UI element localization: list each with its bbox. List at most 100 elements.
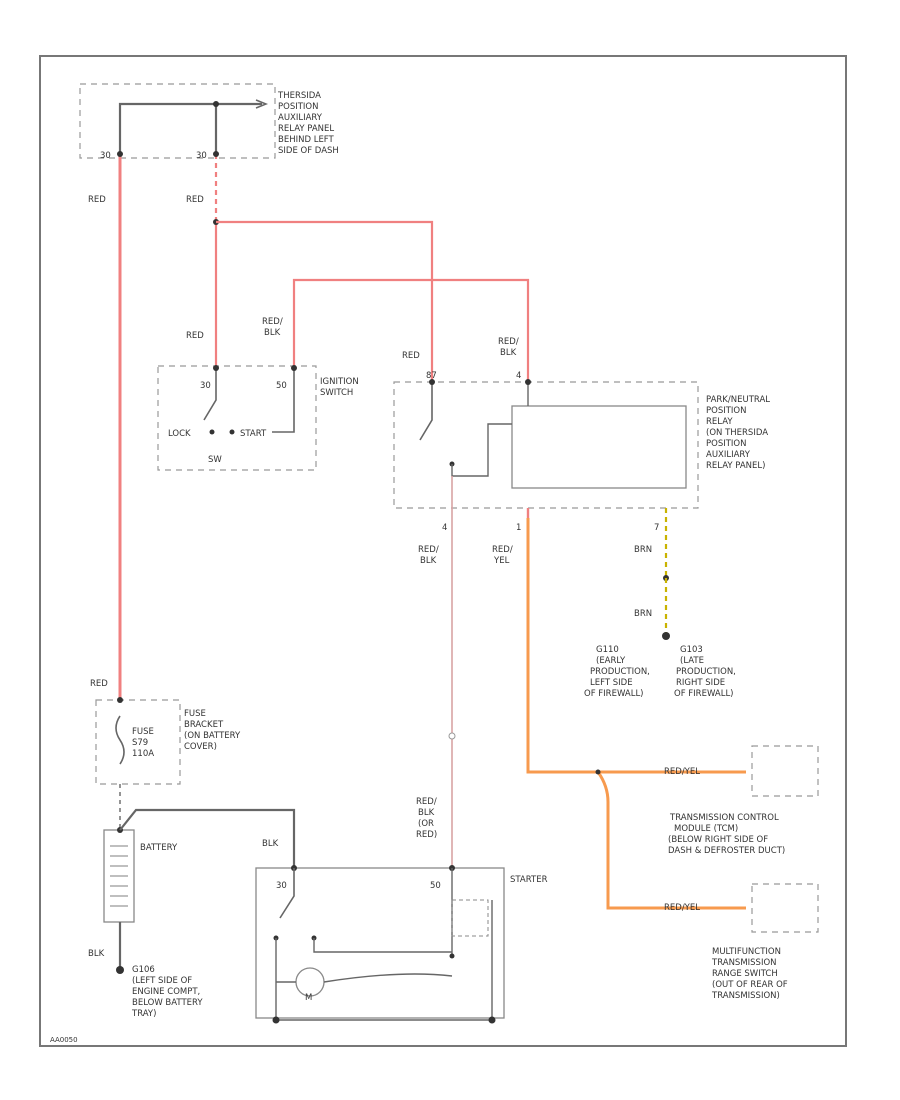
redyel-wire-to-mfrs	[596, 771, 746, 910]
connector-dot	[117, 697, 123, 703]
starter-solenoid-link	[313, 938, 452, 953]
label-line: (OUT OF REAR OF	[712, 980, 788, 990]
label-line: G110	[596, 645, 619, 655]
ground-g106-icon	[116, 966, 124, 974]
ignition-start-label: START	[240, 429, 267, 439]
ignition-50-line	[272, 368, 295, 433]
pn-relay-label: PARK/NEUTRAL POSITION RELAY (ON THERSIDA…	[706, 395, 770, 471]
tcm-box	[751, 745, 819, 797]
redyel-wire-from-relay	[526, 518, 598, 774]
relay-panel-bus	[118, 102, 262, 154]
label-line: PARK/NEUTRAL	[706, 395, 770, 405]
label-line: ENGINE COMPT,	[132, 987, 200, 997]
starter-ground	[276, 900, 493, 1021]
figure-id: AA0050	[50, 1036, 78, 1044]
switch-contact-dot	[229, 429, 235, 435]
wire-label-red: RED	[402, 351, 420, 361]
label-line: TRAY)	[131, 1009, 156, 1019]
ground-dot	[488, 1016, 496, 1024]
label-line: RIGHT SIDE	[676, 678, 725, 688]
label-line: TRANSMISSION	[711, 958, 777, 968]
ignition-switch-contact	[203, 368, 217, 421]
label-line: COVER)	[184, 742, 217, 752]
blk-wire-battery-to-starter	[119, 808, 296, 868]
connector-dot	[429, 379, 435, 385]
wire-label-redblk-or: BLK	[418, 808, 435, 818]
fuse-bracket-box	[95, 699, 181, 785]
mfrs-box	[751, 883, 819, 933]
connector-dot	[213, 151, 219, 157]
inline-connector	[448, 732, 456, 740]
starter-box	[255, 867, 505, 1019]
label-line: BEHIND LEFT	[278, 135, 335, 145]
label-line: AUXILIARY	[278, 113, 323, 123]
relay-contact	[419, 382, 433, 441]
wire-label-redyel: RED/	[492, 545, 513, 555]
wire-label-red: RED	[90, 679, 108, 689]
wire-label-redblk: RED/	[418, 545, 439, 555]
starter-pin-50: 50	[430, 881, 441, 891]
wire-label-blk: BLK	[88, 949, 105, 959]
battery-label: BATTERY	[140, 843, 178, 853]
label-line: PRODUCTION,	[676, 667, 736, 677]
starter-label: STARTER	[510, 875, 548, 885]
wire-label-red: RED	[88, 195, 106, 205]
ignition-switch-box	[157, 365, 317, 471]
label-line: G106	[132, 965, 155, 975]
wire-label-redblk-or: RED)	[416, 830, 437, 840]
label-line: G103	[680, 645, 703, 655]
ignition-pin-50: 50	[276, 381, 287, 391]
label-line: LEFT SIDE	[590, 678, 633, 688]
connector-dot	[525, 379, 531, 385]
wire-label-red: RED	[186, 331, 204, 341]
relay-out-pin: 1	[516, 523, 521, 533]
label-line: POSITION	[706, 439, 746, 449]
wire-label-redblk: BLK	[264, 328, 281, 338]
label-line: (EARLY	[596, 656, 626, 666]
battery-cells	[110, 845, 128, 907]
label-line: RELAY PANEL)	[706, 461, 765, 471]
label-line: POSITION	[278, 102, 318, 112]
wire-label-redblk: BLK	[500, 348, 517, 358]
ignition-sw-label: SW	[208, 455, 222, 465]
wire-label-redblk: BLK	[420, 556, 437, 566]
connector-dot	[117, 151, 123, 157]
fuse-label: 110A	[132, 749, 154, 759]
label-line: TRANSMISSION)	[711, 991, 780, 1001]
label-line: BRACKET	[184, 720, 224, 730]
relay-out-pin: 4	[442, 523, 447, 533]
label-line: FUSE	[184, 709, 206, 719]
ground-g103-label: G103 (LATE PRODUCTION, RIGHT SIDE OF FIR…	[674, 645, 736, 699]
connector-dot	[291, 365, 297, 371]
relay-panel-top-box	[79, 83, 276, 159]
relay-coil-link	[451, 423, 512, 477]
relay-pin-87: 87	[426, 371, 437, 381]
fuse-label: S79	[132, 738, 148, 748]
wire-label-redblk-or: RED/	[416, 797, 437, 807]
label-line: (ON BATTERY	[184, 731, 241, 741]
switch-contact-dot	[209, 429, 215, 435]
label-line: THERSIDA	[277, 91, 321, 101]
splice-dot	[213, 101, 219, 107]
wire-label-redblk-or: (OR	[418, 819, 434, 829]
label-line: TRANSMISSION CONTROL	[669, 813, 779, 823]
pin-label: 30	[100, 151, 111, 161]
label-line: RELAY PANEL	[278, 124, 334, 134]
label-line: (ON THERSIDA	[706, 428, 768, 438]
starter-contact	[279, 868, 295, 919]
label-line: (LEFT SIDE OF	[132, 976, 192, 986]
mfrs-label: MULTIFUNCTION TRANSMISSION RANGE SWITCH …	[711, 947, 788, 1001]
fuse-bracket-label: FUSE BRACKET (ON BATTERY COVER)	[184, 709, 241, 752]
wire-label-brn: BRN	[634, 545, 652, 555]
wire-label-redyel: YEL	[493, 556, 510, 566]
wire-label-redblk: RED/	[262, 317, 283, 327]
wire-label-redyel: RED/YEL	[664, 767, 700, 777]
ground-dot	[272, 1016, 280, 1024]
wire-label-brn: BRN	[634, 609, 652, 619]
tcm-label: TRANSMISSION CONTROL MODULE (TCM) (BELOW…	[668, 813, 785, 856]
fuse-s79-icon	[115, 715, 125, 765]
wire-label-blk: BLK	[262, 839, 279, 849]
relay-coil-box	[511, 405, 687, 489]
